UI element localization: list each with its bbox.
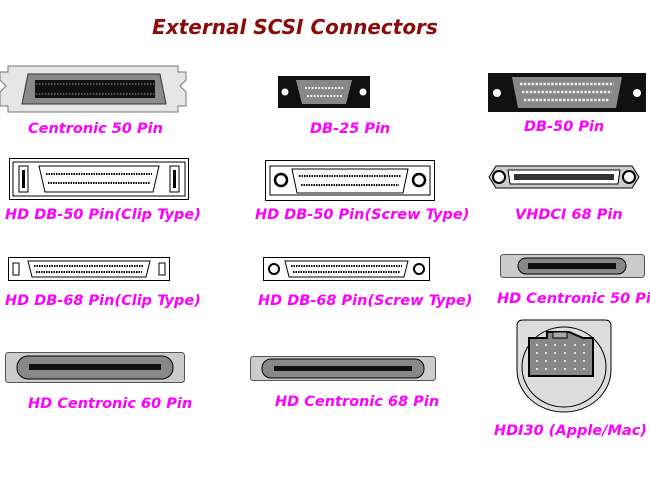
connector-label: DB-25 Pin — [310, 121, 391, 137]
hd-db-68-screw-connector — [263, 257, 430, 281]
connector-label: HDI30 (Apple/Mac) — [494, 423, 647, 439]
connector-label: HD Centronic 68 Pin — [275, 394, 440, 410]
connector-label: HD Centronic 60 Pin — [28, 396, 193, 412]
vhdci-68-connector — [488, 165, 640, 189]
connector-label: Centronic 50 Pin — [28, 121, 163, 137]
connector-label: HD Centronic 50 Pin — [497, 291, 650, 307]
connector-label: DB-50 Pin — [524, 119, 605, 135]
hd-db-50-clip-connector — [9, 158, 189, 200]
hd-db-50-screw-connector — [265, 160, 435, 201]
hd-centronic-50-connector — [500, 254, 645, 278]
hd-centronic-68-connector — [250, 356, 436, 381]
connector-label: HD DB-50 Pin(Screw Type) — [255, 207, 470, 223]
db-25-connector — [278, 76, 370, 108]
connector-label: HD DB-50 Pin(Clip Type) — [5, 207, 201, 223]
hd-db-68-clip-connector — [8, 257, 170, 281]
hdi30-connector — [516, 319, 612, 413]
db-50-connector — [488, 73, 646, 112]
diagram-title: External SCSI Connectors — [152, 15, 438, 39]
hd-centronic-60-connector — [5, 352, 185, 383]
connector-label: HD DB-68 Pin(Screw Type) — [258, 293, 473, 309]
connector-label: HD DB-68 Pin(Clip Type) — [5, 293, 201, 309]
connector-label: VHDCI 68 Pin — [515, 207, 623, 223]
centronic-50-connector — [0, 65, 187, 113]
